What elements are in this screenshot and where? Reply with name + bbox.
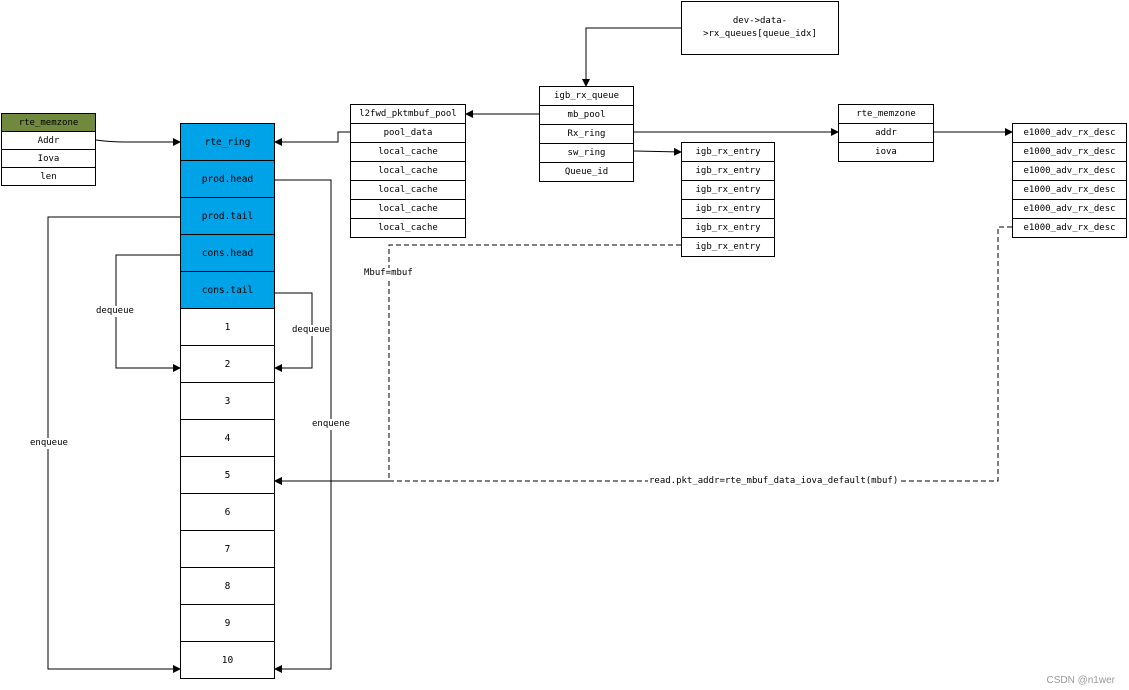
ring-slot-7: 7	[180, 530, 275, 568]
pktmbuf-pool-field: local_cache	[350, 199, 466, 219]
ring-header-prod-head: prod.head	[180, 160, 275, 198]
ring-slot-6: 6	[180, 493, 275, 531]
ring-header-cons-head: cons.head	[180, 234, 275, 272]
ring-header-cons-tail: cons.tail	[180, 271, 275, 309]
rte-ring: rte_ring prod.head prod.tail cons.head c…	[180, 123, 275, 679]
ring-slot-8: 8	[180, 567, 275, 605]
pktmbuf-pool: l2fwd_pktmbuf_pool pool_data local_cache…	[350, 104, 466, 238]
igb-rx-queue-rx-ring: Rx_ring	[539, 124, 634, 144]
label-enqueue: enqueue	[30, 438, 68, 449]
e1000-desc: e1000_adv_rx_desc	[1012, 199, 1127, 219]
e1000-desc: e1000_adv_rx_desc	[1012, 180, 1127, 200]
dashed-mbuf-to-slot5	[274, 244, 681, 485]
igb-rx-entry-array: igb_rx_entry igb_rx_entry igb_rx_entry i…	[681, 142, 775, 257]
rte-memzone-right-addr: addr	[838, 123, 934, 143]
dev-box-line1: dev->data-	[732, 16, 788, 26]
rte-memzone-left-title: rte_memzone	[1, 113, 96, 132]
igb-rx-queue-mb-pool: mb_pool	[539, 105, 634, 125]
ring-slot-1: 1	[180, 308, 275, 346]
igb-rx-queue: igb_rx_queue mb_pool Rx_ring sw_ring Que…	[539, 86, 634, 182]
pktmbuf-pool-field: local_cache	[350, 180, 466, 200]
rte-memzone-right-iova: iova	[838, 142, 934, 162]
igb-rx-queue-title: igb_rx_queue	[539, 86, 634, 106]
ring-slot-4: 4	[180, 419, 275, 457]
rte-memzone-left-len: len	[1, 167, 96, 186]
pktmbuf-pool-field: pool_data	[350, 123, 466, 143]
dev-rx-queues-box: dev->data- >rx_queues[queue_idx]	[681, 1, 839, 55]
rte-memzone-left-iova: Iova	[1, 149, 96, 168]
arrow-swring-to-entry	[633, 147, 682, 156]
label-dequeue-left: dequeue	[96, 306, 134, 317]
ring-slot-5: 5	[180, 456, 275, 494]
ring-slot-9: 9	[180, 604, 275, 642]
pktmbuf-pool-field: local_cache	[350, 142, 466, 162]
ring-header-prod-tail: prod.tail	[180, 197, 275, 235]
label-enquene: enquene	[312, 419, 350, 430]
rte-memzone-right-title: rte_memzone	[838, 104, 934, 124]
label-dequeue-right: dequeue	[292, 325, 330, 336]
dev-box-line2: >rx_queues[queue_idx]	[703, 29, 817, 39]
ring-slot-2: 2	[180, 345, 275, 383]
watermark: CSDN @n1wer	[1046, 675, 1115, 686]
e1000-desc-array: e1000_adv_rx_desc e1000_adv_rx_desc e100…	[1012, 123, 1127, 238]
e1000-desc: e1000_adv_rx_desc	[1012, 218, 1127, 238]
label-mbuf-assign: Mbuf=mbuf	[364, 268, 413, 279]
arrow-pooldata-to-ring	[274, 131, 350, 146]
igb-rx-queue-sw-ring: sw_ring	[539, 143, 634, 163]
e1000-desc: e1000_adv_rx_desc	[1012, 161, 1127, 181]
arrow-memzone-to-ring	[95, 138, 181, 146]
igb-rx-entry: igb_rx_entry	[681, 199, 775, 219]
igb-rx-queue-queue-id: Queue_id	[539, 162, 634, 182]
igb-rx-entry: igb_rx_entry	[681, 180, 775, 200]
rte-memzone-right: rte_memzone addr iova	[838, 104, 934, 162]
ring-slot-10: 10	[180, 641, 275, 679]
igb-rx-entry: igb_rx_entry	[681, 237, 775, 257]
label-read-pkt-addr: read.pkt_addr=rte_mbuf_data_iova_default…	[648, 476, 900, 487]
igb-rx-entry: igb_rx_entry	[681, 161, 775, 181]
pktmbuf-pool-title: l2fwd_pktmbuf_pool	[350, 104, 466, 124]
pktmbuf-pool-field: local_cache	[350, 161, 466, 181]
igb-rx-entry: igb_rx_entry	[681, 218, 775, 238]
ring-header-rte-ring: rte_ring	[180, 123, 275, 161]
rte-memzone-left-addr: Addr	[1, 131, 96, 150]
arrow-dev-to-queue	[582, 27, 681, 87]
dashed-desc-to-slot5	[274, 226, 1012, 485]
pktmbuf-pool-field: local_cache	[350, 218, 466, 238]
e1000-desc: e1000_adv_rx_desc	[1012, 123, 1127, 143]
e1000-desc: e1000_adv_rx_desc	[1012, 142, 1127, 162]
ring-slot-3: 3	[180, 382, 275, 420]
igb-rx-entry: igb_rx_entry	[681, 142, 775, 162]
rte-memzone-left: rte_memzone Addr Iova len	[1, 113, 96, 186]
